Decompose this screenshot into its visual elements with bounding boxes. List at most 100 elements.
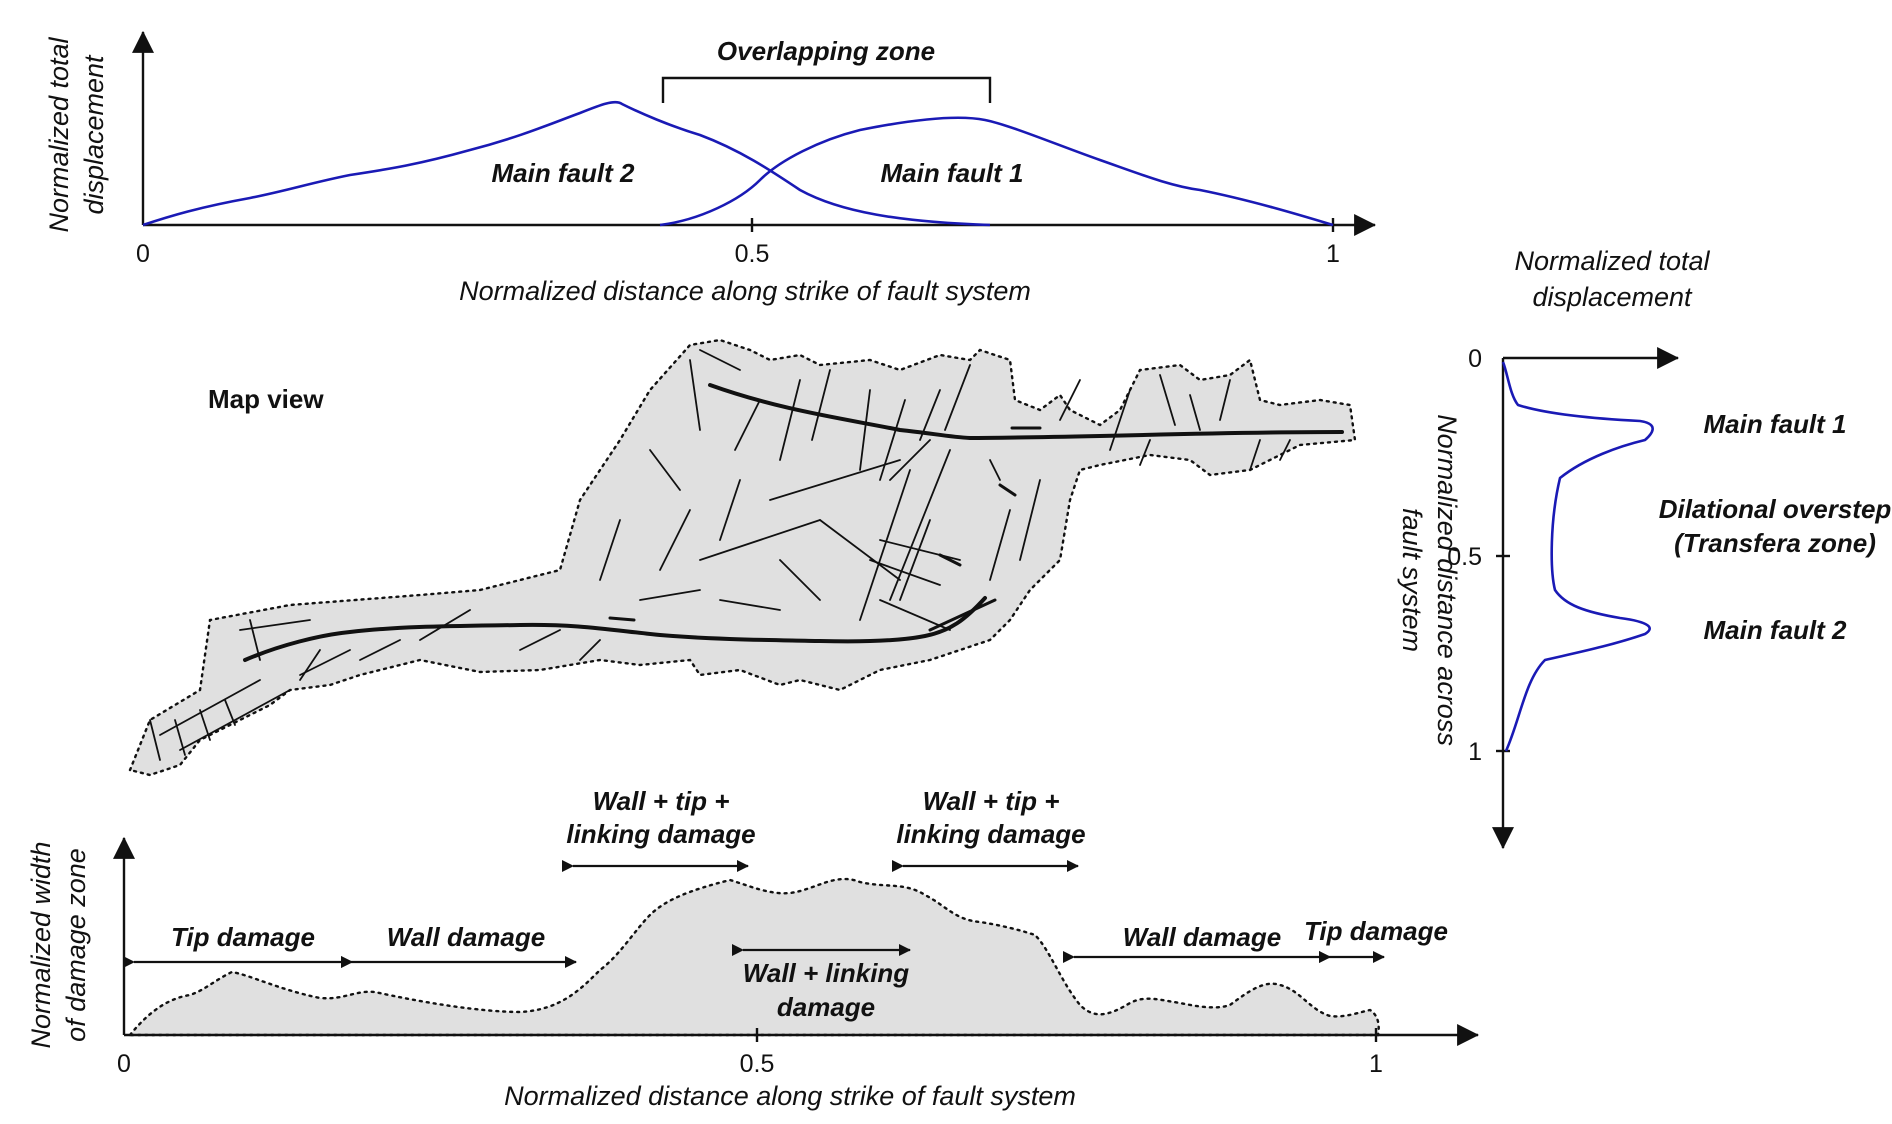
bottom-damage-width-chart: 0 0.5 1 Normalized distance along strike… — [26, 786, 1480, 1111]
fracture — [869, 559, 941, 586]
right-displacement-profile: 0 0.5 1 Normalized total displacement No… — [1397, 246, 1892, 850]
right-tick-label-05: 0.5 — [1447, 543, 1482, 571]
fracture — [811, 369, 831, 441]
top-tick-label-0: 0 — [136, 240, 150, 268]
main-fault-1-displacement-curve — [659, 116, 1334, 227]
fracture — [919, 389, 941, 441]
fracture — [989, 459, 1001, 481]
right-main-fault-2-label: Main fault 2 — [1703, 615, 1847, 645]
fracture — [899, 519, 931, 601]
fracture — [859, 469, 911, 621]
fracture — [579, 639, 601, 661]
fracture — [998, 483, 1017, 497]
fracture — [1249, 439, 1261, 471]
fracture — [734, 399, 761, 451]
wall-damage-left-label: Wall damage — [387, 922, 545, 952]
top-tick-label-05: 0.5 — [735, 240, 770, 268]
tip-damage-right-label: Tip damage — [1304, 916, 1448, 946]
main-fault-1-trace — [708, 383, 1344, 440]
fracture — [1279, 439, 1291, 461]
fracture — [179, 689, 291, 751]
wall-damage-right-label: Wall damage — [1123, 922, 1281, 952]
fracture — [149, 719, 161, 761]
overlap-bracket — [661, 76, 992, 103]
overlap-zone-label: Overlapping zone — [717, 36, 935, 66]
map-view-label: Map view — [208, 384, 324, 414]
fracture — [879, 399, 906, 481]
fracture — [659, 509, 691, 571]
overstep-label-line2: (Transfera zone) — [1674, 528, 1876, 558]
fracture — [689, 359, 701, 431]
fracture — [1189, 394, 1201, 431]
fracture-network — [149, 349, 1291, 761]
fracture — [359, 639, 401, 661]
top-y-axis-title-line2: displacement — [79, 54, 109, 215]
fracture — [1159, 374, 1176, 426]
fracture — [599, 519, 621, 581]
fracture — [639, 589, 701, 601]
fracture — [719, 599, 781, 611]
bottom-x-axis-title: Normalized distance along strike of faul… — [504, 1081, 1076, 1111]
right-x-axis-title-line1: Normalized total — [1514, 246, 1710, 276]
wall-linking-label-line2: damage — [777, 992, 875, 1022]
fracture — [889, 449, 951, 601]
fracture — [1219, 379, 1231, 421]
fracture — [608, 616, 636, 622]
main-fault-2-label: Main fault 2 — [491, 158, 635, 188]
fracture — [519, 629, 561, 651]
across-strike-displacement-curve — [1501, 361, 1654, 752]
fracture — [199, 709, 211, 741]
wtl-left-label-line1: Wall + tip + — [593, 786, 730, 816]
wall-linking-label-line1: Wall + linking — [743, 958, 910, 988]
main-fault-1-label: Main fault 1 — [880, 158, 1023, 188]
bottom-y-axis-title-line2: of damage zone — [61, 848, 91, 1042]
fracture — [299, 649, 351, 676]
bottom-y-axis-title-line1: Normalized width — [26, 841, 56, 1048]
fracture — [1109, 389, 1131, 451]
top-tick-label-1: 1 — [1326, 240, 1340, 268]
top-x-axis-title: Normalized distance along strike of faul… — [459, 276, 1031, 306]
fracture — [699, 349, 741, 371]
overstep-label-line1: Dilational overstep — [1659, 494, 1892, 524]
main-fault-2-trace — [243, 596, 987, 662]
fracture — [989, 509, 1011, 581]
wtl-left-label-line2: linking damage — [566, 819, 755, 849]
right-y-axis-title-line2: fault system — [1397, 508, 1427, 652]
fracture — [928, 598, 997, 632]
right-x-axis-title-line2: displacement — [1532, 282, 1693, 312]
right-main-fault-1-label: Main fault 1 — [1703, 409, 1846, 439]
fracture — [944, 364, 971, 431]
fracture — [779, 379, 801, 461]
fracture — [769, 459, 901, 501]
right-tick-label-1: 1 — [1468, 738, 1482, 766]
wtl-right-label-line1: Wall + tip + — [923, 786, 1060, 816]
fracture — [719, 479, 741, 541]
fracture — [224, 699, 236, 726]
main-fault-2-displacement-curve — [142, 100, 991, 227]
fracture — [779, 559, 821, 601]
damage-zone-outline — [128, 338, 1357, 777]
fracture — [299, 649, 321, 681]
fracture — [819, 519, 901, 581]
bottom-tick-label-0: 0 — [117, 1050, 131, 1078]
tip-damage-left-label: Tip damage — [171, 922, 315, 952]
fracture — [1139, 439, 1151, 466]
fracture — [419, 609, 471, 641]
top-displacement-chart: 0 0.5 1 Normalized distance along strike… — [44, 30, 1377, 306]
bottom-tick-label-05: 0.5 — [740, 1050, 775, 1078]
wtl-right-label-line2: linking damage — [896, 819, 1085, 849]
top-y-axis-title-line1: Normalized total — [44, 36, 74, 232]
fracture — [649, 449, 681, 491]
fracture — [889, 439, 931, 481]
fracture — [174, 719, 186, 756]
fracture — [249, 619, 261, 661]
map-view: Map view — [128, 338, 1357, 777]
fracture — [938, 553, 962, 567]
right-y-axis-title-line1: Normalized distance across — [1432, 414, 1462, 746]
fracture — [859, 389, 871, 471]
right-tick-label-0: 0 — [1468, 345, 1482, 373]
fracture — [699, 519, 821, 561]
fracture — [1059, 379, 1081, 421]
bottom-tick-label-1: 1 — [1369, 1050, 1383, 1078]
